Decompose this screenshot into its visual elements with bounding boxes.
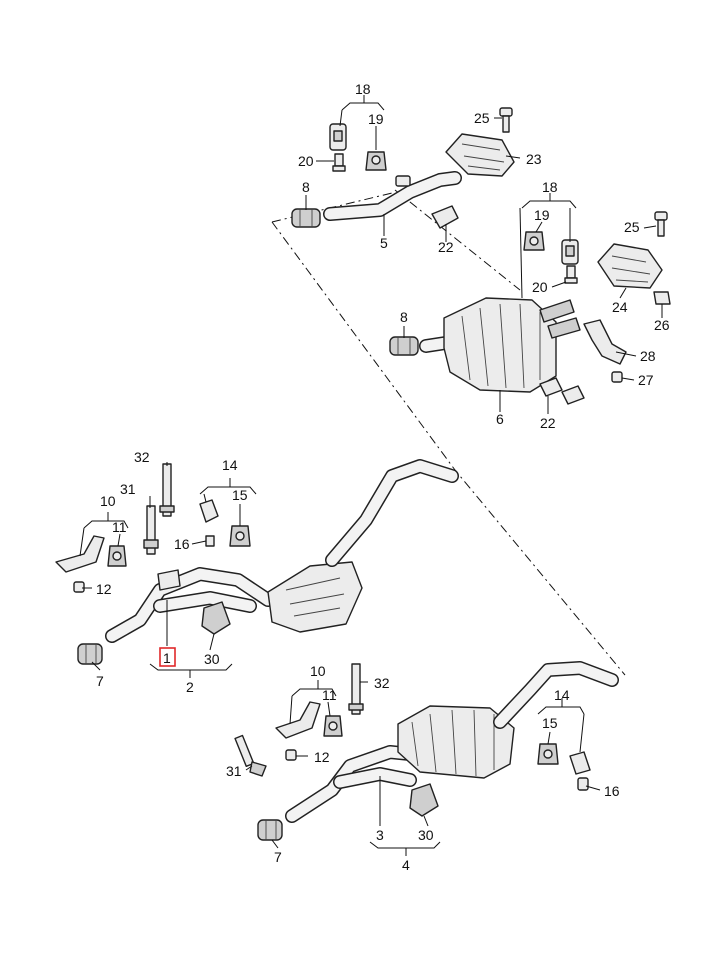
part-7-clamp-lower[interactable]	[257, 819, 283, 841]
part-25-bolt-upper[interactable]	[499, 107, 513, 133]
callout-26[interactable]: 26	[654, 317, 670, 333]
part-8-clamp-mid[interactable]	[389, 336, 419, 356]
callout-32-middle[interactable]: 32	[134, 449, 150, 465]
part-23-heat-shield-upper[interactable]	[445, 133, 515, 177]
callout-22-mid[interactable]: 22	[540, 415, 556, 431]
part-32-stud-middle[interactable]	[159, 463, 175, 517]
callout-16-lower[interactable]: 16	[604, 783, 620, 799]
callout-18-mid[interactable]: 18	[542, 179, 558, 195]
leader-lines	[79, 95, 663, 856]
callout-31-lower[interactable]: 31	[226, 763, 242, 779]
callout-11-lower[interactable]: 11	[322, 687, 337, 703]
callout-5[interactable]: 5	[380, 235, 388, 251]
part-32-stud-lower[interactable]	[348, 663, 364, 715]
part-31-sensor-lower[interactable]	[234, 734, 267, 777]
callout-6[interactable]: 6	[496, 411, 504, 427]
part-10-bracket-middle[interactable]	[55, 535, 105, 573]
callout-25-mid[interactable]: 25	[624, 219, 640, 235]
callout-4[interactable]: 4	[402, 857, 410, 873]
part-11-rubber-mount-lower[interactable]	[323, 715, 343, 737]
callout-16-middle[interactable]: 16	[174, 536, 190, 552]
part-5-rear-pipe[interactable]	[323, 171, 462, 221]
part-15-rubber-mount-lower[interactable]	[537, 743, 559, 765]
callout-14-middle[interactable]: 14	[222, 457, 238, 473]
part-12-nut-lower[interactable]	[285, 749, 297, 761]
part-16-bolt-middle[interactable]	[205, 535, 215, 547]
part-10-bracket-lower[interactable]	[275, 701, 321, 739]
callout-1[interactable]: 1	[163, 650, 171, 666]
part-24-heat-shield-mid[interactable]	[597, 243, 663, 289]
callout-28[interactable]: 28	[640, 348, 656, 364]
callout-25-upper[interactable]: 25	[474, 110, 490, 126]
part-20-bolt-mid[interactable]	[564, 265, 578, 284]
callout-12-middle[interactable]: 12	[96, 581, 112, 597]
callout-12-lower[interactable]: 12	[314, 749, 330, 765]
part-12-nut-middle[interactable]	[73, 581, 85, 593]
callout-15-lower[interactable]: 15	[542, 715, 558, 731]
callout-19-upper[interactable]: 19	[368, 111, 384, 127]
part-25-bolt-mid[interactable]	[654, 211, 668, 237]
callout-10-middle[interactable]: 10	[100, 493, 116, 509]
part-14-hanger-middle[interactable]	[199, 499, 219, 523]
part-18-hanger-upper[interactable]	[329, 123, 347, 151]
callout-20-upper[interactable]: 20	[298, 153, 314, 169]
part-14-hanger-lower[interactable]	[569, 751, 591, 775]
callout-27[interactable]: 27	[638, 372, 654, 388]
part-2-front-pipe-assembly[interactable]	[105, 459, 459, 643]
callout-32-lower[interactable]: 32	[374, 675, 390, 691]
callout-2[interactable]: 2	[186, 679, 194, 695]
part-16-bolt-lower[interactable]	[577, 777, 589, 791]
part-19-rubber-mount-upper[interactable]	[365, 151, 387, 171]
part-28-bracket[interactable]	[583, 319, 627, 365]
callout-30-middle[interactable]: 30	[204, 651, 220, 667]
callout-22-upper[interactable]: 22	[438, 239, 454, 255]
part-11-rubber-mount-middle[interactable]	[107, 545, 127, 567]
callout-20-mid[interactable]: 20	[532, 279, 548, 295]
part-8-clamp-upper[interactable]	[291, 208, 321, 228]
part-27-nut[interactable]	[611, 371, 623, 383]
part-22-tailpipe-tips-mid[interactable]	[539, 377, 585, 405]
part-30-mount-middle[interactable]	[201, 601, 231, 635]
part-18-hanger-mid[interactable]	[561, 239, 579, 265]
callout-7-lower[interactable]: 7	[274, 849, 282, 865]
part-30-mount-lower[interactable]	[409, 783, 439, 817]
part-19-rubber-mount-mid[interactable]	[523, 231, 545, 251]
callout-14-lower[interactable]: 14	[554, 687, 570, 703]
callout-23[interactable]: 23	[526, 151, 542, 167]
callout-3[interactable]: 3	[376, 827, 384, 843]
part-4-front-pipe-assembly[interactable]	[285, 661, 619, 823]
callout-31-middle[interactable]: 31	[120, 481, 136, 497]
callout-30-lower[interactable]: 30	[418, 827, 434, 843]
callout-8-upper[interactable]: 8	[302, 179, 310, 195]
part-22-tailpipe-tip-upper[interactable]	[431, 205, 459, 229]
callout-15-middle[interactable]: 15	[232, 487, 248, 503]
callout-11-middle[interactable]: 11	[112, 519, 127, 535]
callout-8-mid[interactable]: 8	[400, 309, 408, 325]
part-26-nut-clip[interactable]	[653, 291, 671, 305]
part-6-rear-silencer[interactable]	[419, 297, 581, 393]
selected-part-highlight	[159, 647, 176, 667]
part-20-bolt-upper[interactable]	[332, 153, 346, 172]
callout-24[interactable]: 24	[612, 299, 628, 315]
callout-18-upper[interactable]: 18	[355, 81, 371, 97]
callout-19-mid[interactable]: 19	[534, 207, 550, 223]
part-31-sensor-middle[interactable]	[143, 505, 159, 555]
callout-10-lower[interactable]: 10	[310, 663, 326, 679]
part-15-rubber-mount-middle[interactable]	[229, 525, 251, 547]
callout-7-middle[interactable]: 7	[96, 673, 104, 689]
part-7-clamp-middle[interactable]	[77, 643, 103, 665]
callout-labels: 18 19 20 25 23 8 5 22 18 19 25 20 24 26 …	[96, 81, 670, 873]
